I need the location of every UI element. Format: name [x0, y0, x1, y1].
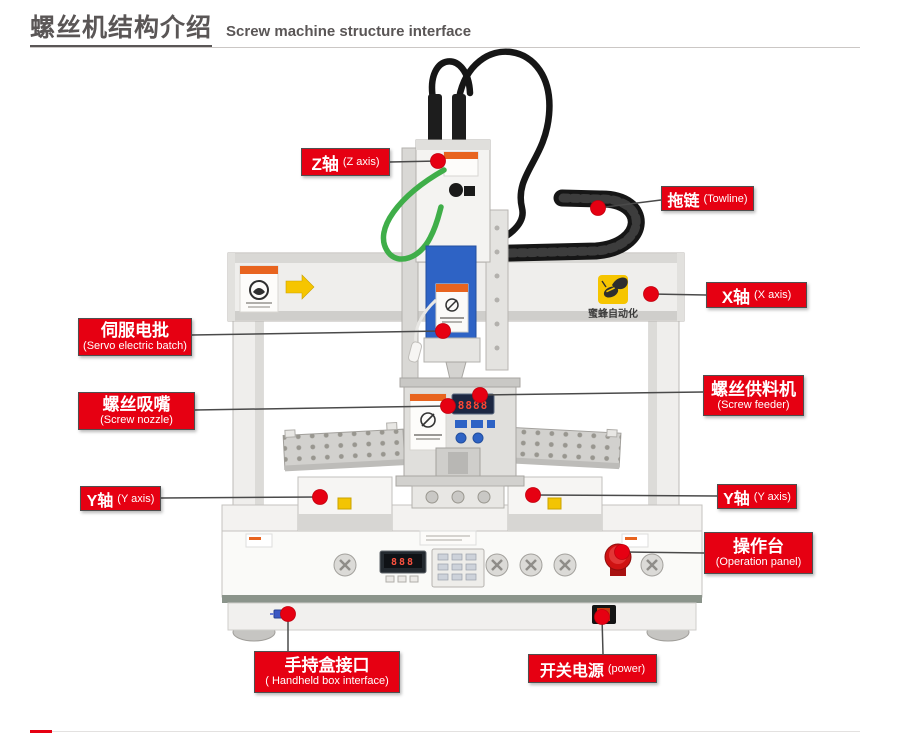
page-title: 螺丝机结构介绍: [30, 8, 213, 47]
label-screw-feeder: 螺丝供料机 (Screw feeder): [703, 375, 804, 416]
warning-sticker: [239, 265, 279, 313]
z-axis-assembly: [380, 48, 553, 407]
footer-divider: [52, 731, 860, 732]
leader-lines: [160, 160, 718, 655]
label-y-axis-right: Y轴 (Y axis): [717, 484, 797, 509]
work-table-left: [282, 421, 406, 532]
label-x-axis: X轴 (X axis): [706, 282, 807, 308]
label-handheld-box-interface: 手持盒接口 ( Handheld box interface): [254, 651, 400, 693]
panel-knob: [553, 553, 577, 577]
towline-chain: [461, 189, 645, 263]
label-power-switch: 开关电源 (power): [528, 654, 657, 683]
footer-accent-bar: [30, 730, 52, 733]
panel-keypad: [437, 553, 477, 581]
label-servo-electric-batch: 伺服电批 (Servo electric batch): [78, 318, 192, 356]
callout-dots: [280, 153, 659, 625]
panel-knob: [519, 553, 543, 577]
page-header: 螺丝机结构介绍 Screw machine structure interfac…: [30, 8, 471, 47]
screw-feeder-unit: 8888: [395, 377, 525, 509]
direction-arrow-icon: [285, 274, 315, 300]
panel-knob: [485, 553, 509, 577]
label-operation-panel: 操作台 (Operation panel): [704, 532, 813, 574]
panel-knob: [640, 553, 664, 577]
panel-knob: [333, 553, 357, 577]
header-divider: [30, 47, 860, 48]
label-towline: 拖链 (Towline): [661, 186, 754, 211]
panel-display: 888: [391, 557, 415, 568]
green-cable: [380, 167, 447, 262]
label-z-axis: Z轴 (Z axis): [301, 148, 390, 176]
brand-logo: 蜜蜂自动化: [588, 275, 638, 320]
brand-text: 蜜蜂自动化: [588, 307, 638, 320]
label-y-axis-left: Y轴 (Y axis): [80, 486, 161, 511]
label-screw-nozzle: 螺丝吸嘴 (Screw nozzle): [78, 392, 195, 430]
page-subtitle: Screw machine structure interface: [226, 23, 472, 40]
